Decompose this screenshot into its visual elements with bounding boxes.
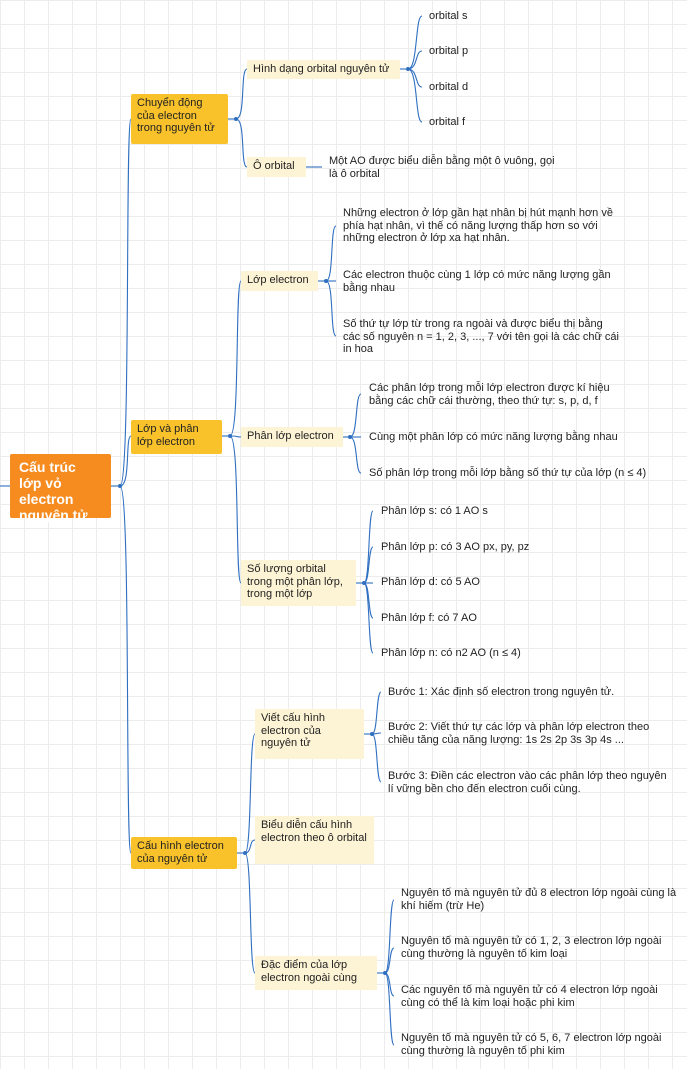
leaf-orbital-d: orbital d <box>429 81 469 93</box>
leaf-buoc-3: Bước 3: Điền các electron vào các phân l… <box>388 770 667 795</box>
branch-label: Chuyển động của electron trong nguyên tử <box>137 97 215 134</box>
topic-viet-cau-hinh[interactable]: Viết cấu hình electron của nguyên tử <box>255 709 364 759</box>
leaf-phan-lop-3: Số phân lớp trong mỗi lớp bằng số thứ tự… <box>369 467 647 479</box>
leaf-orbital-p: orbital p <box>429 45 469 57</box>
leaf-phan-lop-s: Phân lớp s: có 1 AO s <box>381 505 488 517</box>
topic-o-orbital[interactable]: Ô orbital <box>247 157 306 177</box>
leaf-orbital-s: orbital s <box>429 10 468 22</box>
leaf-lop-2: Các electron thuộc cùng 1 lớp có mức năn… <box>343 269 611 294</box>
topic-lop-electron[interactable]: Lớp electron <box>241 271 318 291</box>
topic-bieu-dien-o-orbital[interactable]: Biểu diễn cấu hình electron theo ô orbit… <box>255 816 374 864</box>
leaf-lop-1: Những electron ở lớp gần hạt nhân bị hút… <box>343 207 613 244</box>
leaf-dac-diem-2: Nguyên tố mà nguyên tử có 1, 2, 3 electr… <box>401 935 662 960</box>
root-label: Cấu trúc lớp vỏ electron nguyên tử <box>19 459 88 523</box>
topic-label: Lớp electron <box>247 274 309 286</box>
topic-label: Phân lớp electron <box>247 430 334 442</box>
leaf-buoc-1: Bước 1: Xác định số electron trong nguyê… <box>388 686 615 698</box>
leaf-o-orbital-def: Một AO được biểu diễn bằng một ô vuông, … <box>329 155 555 180</box>
leaf-phan-lop-n: Phân lớp n: có n2 AO (n ≤ 4) <box>381 647 521 659</box>
leaf-phan-lop-p: Phân lớp p: có 3 AO px, py, pz <box>381 541 530 553</box>
leaf-lop-3: Số thứ tự lớp từ trong ra ngoài và được … <box>343 318 619 355</box>
leaf-phan-lop-f: Phân lớp f: có 7 AO <box>381 612 477 624</box>
leaf-buoc-2: Bước 2: Viết thứ tự các lớp và phân lớp … <box>388 721 650 746</box>
topic-dac-diem-lop-ngoai[interactable]: Đặc điểm của lớp electron ngoài cùng <box>255 956 377 990</box>
leaf-dac-diem-1: Nguyên tố mà nguyên tử đủ 8 electron lớp… <box>401 887 677 912</box>
leaf-phan-lop-1: Các phân lớp trong mỗi lớp electron được… <box>369 382 610 407</box>
branch-cau-hinh-electron[interactable]: Cấu hình electron của nguyên tử <box>131 837 237 869</box>
leaf-dac-diem-4: Nguyên tố mà nguyên tử có 5, 6, 7 electr… <box>401 1032 662 1057</box>
topic-label: Hình dạng orbital nguyên tử <box>253 63 390 75</box>
leaf-phan-lop-d: Phân lớp d: có 5 AO <box>381 576 480 588</box>
topic-so-luong-orbital[interactable]: Số lượng orbital trong một phân lớp, tro… <box>241 560 356 606</box>
topic-label: Viết cấu hình electron của nguyên tử <box>261 712 326 749</box>
topic-label: Đặc điểm của lớp electron ngoài cùng <box>261 959 358 984</box>
topic-label: Số lượng orbital trong một phân lớp, tro… <box>247 563 343 600</box>
branch-label: Lớp và phân lớp electron <box>137 423 199 448</box>
topic-label: Biểu diễn cấu hình electron theo ô orbit… <box>261 819 367 844</box>
leaf-dac-diem-3: Các nguyên tố mà nguyên tử có 4 electron… <box>401 984 658 1009</box>
leaf-phan-lop-2: Cùng một phân lớp có mức năng lượng bằng… <box>369 431 618 443</box>
branch-chuyen-dong[interactable]: Chuyển động của electron trong nguyên tử <box>131 94 228 144</box>
topic-hinh-dang-orbital[interactable]: Hình dạng orbital nguyên tử <box>247 60 400 79</box>
root-node[interactable]: Cấu trúc lớp vỏ electron nguyên tử <box>10 454 111 523</box>
branch-lop-phan-lop[interactable]: Lớp và phân lớp electron <box>131 420 222 454</box>
leaf-orbital-f: orbital f <box>429 116 466 128</box>
topic-label: Ô orbital <box>253 160 295 172</box>
branch-label: Cấu hình electron của nguyên tử <box>137 840 224 865</box>
topic-phan-lop-electron[interactable]: Phân lớp electron <box>241 427 343 447</box>
